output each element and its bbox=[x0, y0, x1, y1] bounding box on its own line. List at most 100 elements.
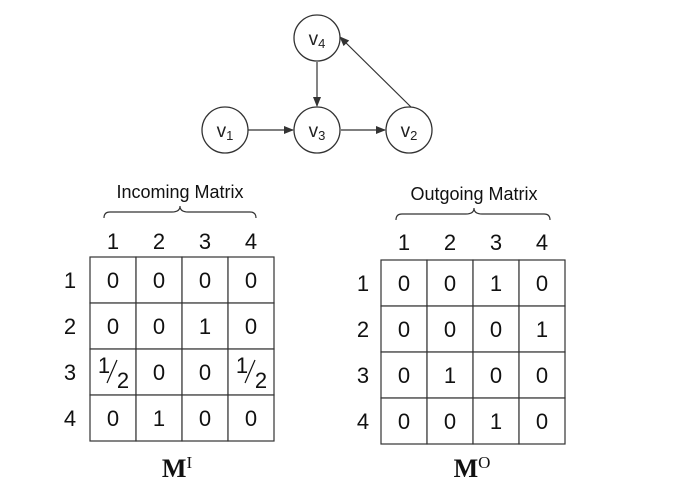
outgoing-row-header: 1 bbox=[357, 271, 369, 296]
incoming-row-header: 3 bbox=[64, 360, 76, 385]
incoming-col-header: 2 bbox=[153, 229, 165, 254]
incoming-name-sup: I bbox=[186, 453, 192, 472]
incoming-cell-box bbox=[227, 302, 275, 350]
node-v3-sub: 3 bbox=[318, 128, 325, 143]
incoming-cell-box bbox=[181, 348, 229, 396]
outgoing-cell-value: 0 bbox=[536, 409, 548, 434]
incoming-row-header: 1 bbox=[64, 268, 76, 293]
incoming-cell-value: 0 bbox=[153, 268, 165, 293]
outgoing-col-header: 3 bbox=[490, 230, 502, 255]
incoming-cell-box bbox=[181, 394, 229, 442]
outgoing-cell-value: 1 bbox=[490, 271, 502, 296]
outgoing-cell-box bbox=[426, 351, 474, 399]
outgoing-cell-value: 0 bbox=[536, 271, 548, 296]
node-v4-sub: 4 bbox=[318, 36, 325, 51]
incoming-fraction-denominator: 2 bbox=[255, 368, 267, 393]
outgoing-cell-value: 0 bbox=[398, 317, 410, 342]
outgoing-name-sup: O bbox=[478, 453, 490, 472]
node-v2-base: v bbox=[401, 121, 411, 142]
graph-nodes: v4 v1 v3 v2 bbox=[201, 14, 433, 154]
incoming-cell-box bbox=[227, 348, 275, 396]
outgoing-cell-value: 0 bbox=[490, 317, 502, 342]
outgoing-cell-box bbox=[472, 397, 520, 445]
outgoing-cell-value: 0 bbox=[398, 363, 410, 388]
outgoing-cell-value: 0 bbox=[444, 409, 456, 434]
outgoing-matrix-name: MO bbox=[454, 453, 491, 483]
incoming-col-headers: 1 2 3 4 bbox=[107, 229, 257, 254]
incoming-cell-box bbox=[135, 348, 183, 396]
outgoing-matrix-title: Outgoing Matrix bbox=[410, 184, 537, 204]
node-v1: v1 bbox=[201, 106, 249, 154]
outgoing-cell-box bbox=[380, 351, 428, 399]
edge-v2-v4 bbox=[339, 36, 413, 109]
node-v3-base: v bbox=[309, 121, 319, 142]
incoming-cell-box bbox=[181, 302, 229, 350]
outgoing-cell-value: 0 bbox=[490, 363, 502, 388]
incoming-col-header: 3 bbox=[199, 229, 211, 254]
incoming-col-header: 1 bbox=[107, 229, 119, 254]
outgoing-cell-box bbox=[380, 305, 428, 353]
outgoing-cell-value: 0 bbox=[536, 363, 548, 388]
incoming-cell-box bbox=[227, 394, 275, 442]
incoming-col-header: 4 bbox=[245, 229, 257, 254]
incoming-cell-value: 0 bbox=[245, 268, 257, 293]
incoming-cell-value: 1 bbox=[199, 314, 211, 339]
outgoing-name-base: M bbox=[454, 454, 479, 483]
outgoing-cell-box bbox=[518, 397, 566, 445]
svg-text:v4: v4 bbox=[309, 29, 326, 51]
incoming-cell-value: 0 bbox=[245, 314, 257, 339]
outgoing-col-header: 1 bbox=[398, 230, 410, 255]
incoming-fraction-numerator: 1 bbox=[236, 353, 248, 378]
node-v2-sub: 2 bbox=[410, 128, 417, 143]
node-v2: v2 bbox=[385, 106, 433, 154]
incoming-cell-box bbox=[89, 394, 137, 442]
incoming-cell-value: 0 bbox=[245, 406, 257, 431]
incoming-cell-box bbox=[135, 256, 183, 304]
incoming-cell-box bbox=[181, 256, 229, 304]
incoming-cell-value: 0 bbox=[199, 360, 211, 385]
outgoing-brace bbox=[395, 207, 551, 221]
outgoing-col-header: 4 bbox=[536, 230, 548, 255]
graph-edges bbox=[248, 36, 413, 134]
incoming-cell-box bbox=[89, 302, 137, 350]
incoming-name-base: M bbox=[162, 454, 187, 483]
incoming-fraction-numerator: 1 bbox=[98, 353, 110, 378]
svg-text:v2: v2 bbox=[401, 121, 418, 143]
outgoing-row-header: 3 bbox=[357, 363, 369, 388]
outgoing-cell-box bbox=[472, 305, 520, 353]
outgoing-cell-value: 1 bbox=[490, 409, 502, 434]
outgoing-row-header: 4 bbox=[357, 409, 369, 434]
outgoing-cell-value: 0 bbox=[398, 409, 410, 434]
incoming-cell-box bbox=[227, 256, 275, 304]
incoming-fraction-slash bbox=[106, 359, 118, 384]
incoming-cell-fraction: 12 bbox=[236, 353, 267, 393]
node-v3: v3 bbox=[293, 106, 341, 154]
incoming-cell-value: 0 bbox=[199, 406, 211, 431]
incoming-cell-box bbox=[135, 394, 183, 442]
outgoing-cell-value: 0 bbox=[444, 317, 456, 342]
node-v4: v4 bbox=[293, 14, 341, 62]
node-v4-base: v bbox=[309, 29, 319, 50]
incoming-cell-value: 1 bbox=[153, 406, 165, 431]
incoming-row-header: 4 bbox=[64, 406, 76, 431]
incoming-cell-value: 0 bbox=[107, 314, 119, 339]
incoming-fraction-denominator: 2 bbox=[117, 368, 129, 393]
outgoing-cell-value: 1 bbox=[444, 363, 456, 388]
svg-text:v1: v1 bbox=[217, 121, 234, 143]
incoming-matrix-name: MI bbox=[162, 453, 193, 483]
outgoing-cell-box bbox=[380, 397, 428, 445]
outgoing-cell-box bbox=[518, 259, 566, 307]
incoming-cell-value: 0 bbox=[107, 406, 119, 431]
incoming-cell-value: 0 bbox=[153, 314, 165, 339]
incoming-cell-value: 0 bbox=[199, 268, 211, 293]
node-v1-sub: 1 bbox=[226, 128, 233, 143]
incoming-matrix-title: Incoming Matrix bbox=[116, 182, 243, 202]
